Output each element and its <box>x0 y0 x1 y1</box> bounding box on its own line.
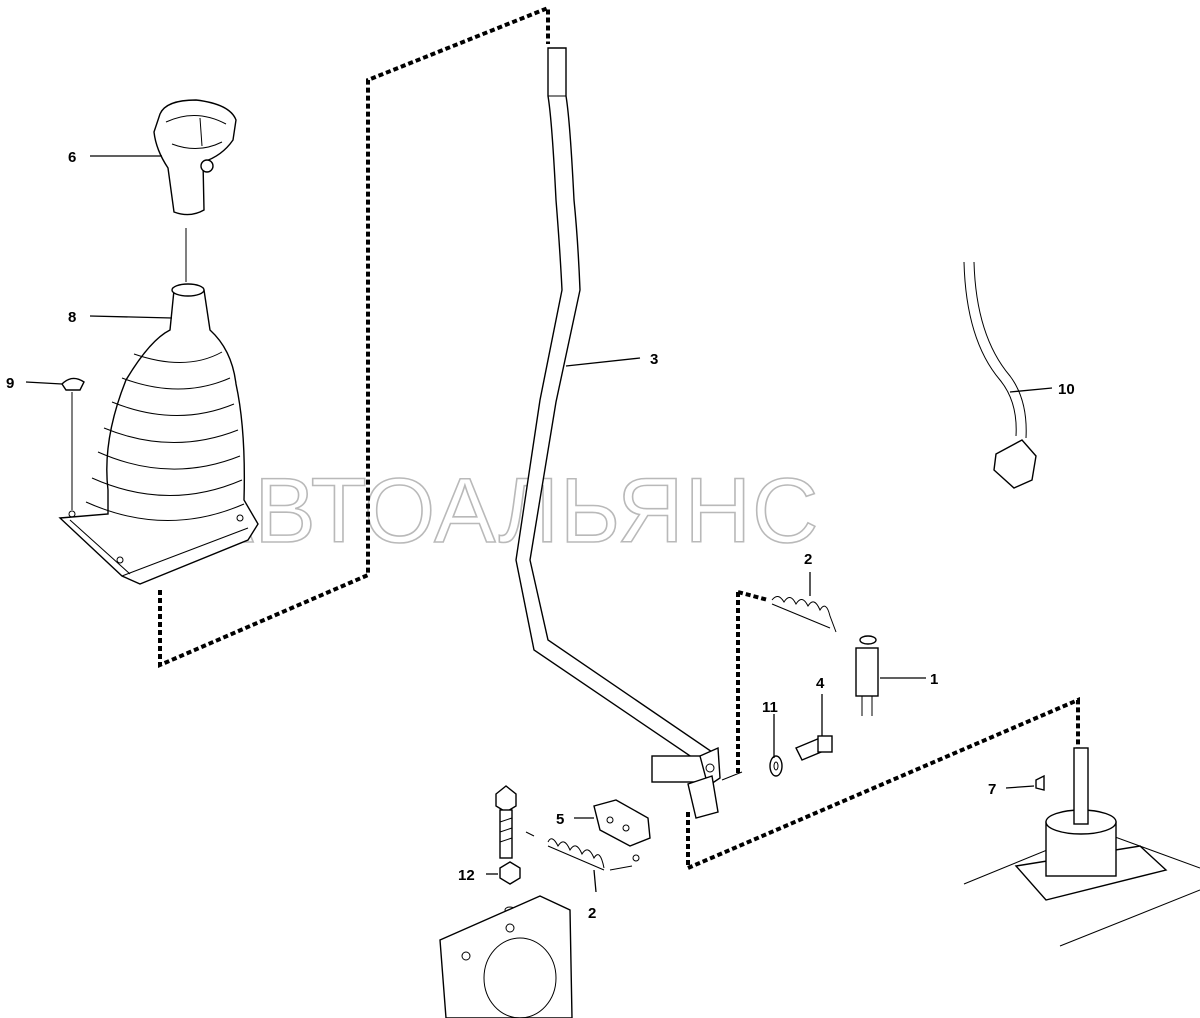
cable-part <box>963 261 1037 489</box>
bracket-part <box>593 799 651 862</box>
callout-7: 7 <box>988 781 996 798</box>
callout-1: 1 <box>930 671 938 688</box>
clip-part <box>61 377 85 510</box>
assembly-dash-lines <box>158 5 1080 872</box>
washer-part <box>769 755 783 777</box>
callout-5: 5 <box>556 811 564 828</box>
callout-11: 11 <box>762 699 778 716</box>
callout-6: 6 <box>68 149 76 166</box>
callout-9: 9 <box>6 375 14 392</box>
spring-upper-part <box>771 596 837 633</box>
lever-part <box>515 47 721 819</box>
callout-10: 10 <box>1058 381 1075 398</box>
callout-2-lower: 2 <box>588 905 596 922</box>
nut-bolt-part <box>495 785 521 914</box>
callout-labels: 6 8 9 3 10 2 1 4 11 7 5 12 2 <box>6 149 1075 922</box>
callout-2-upper: 2 <box>804 551 812 568</box>
knob-part <box>153 99 237 282</box>
boot-part <box>58 283 259 585</box>
housing-part <box>439 895 573 1018</box>
callout-4: 4 <box>816 675 825 692</box>
spring-lower-part <box>525 831 633 871</box>
watermark-text: АВТОАЛЬЯНС <box>192 460 820 562</box>
bolt-part <box>795 735 833 761</box>
callout-8: 8 <box>68 309 76 326</box>
callout-12: 12 <box>458 867 475 884</box>
shaft-housing-part <box>963 747 1200 947</box>
pin-part <box>855 635 879 716</box>
leader-lines <box>25 155 1053 893</box>
callout-3: 3 <box>650 351 658 368</box>
